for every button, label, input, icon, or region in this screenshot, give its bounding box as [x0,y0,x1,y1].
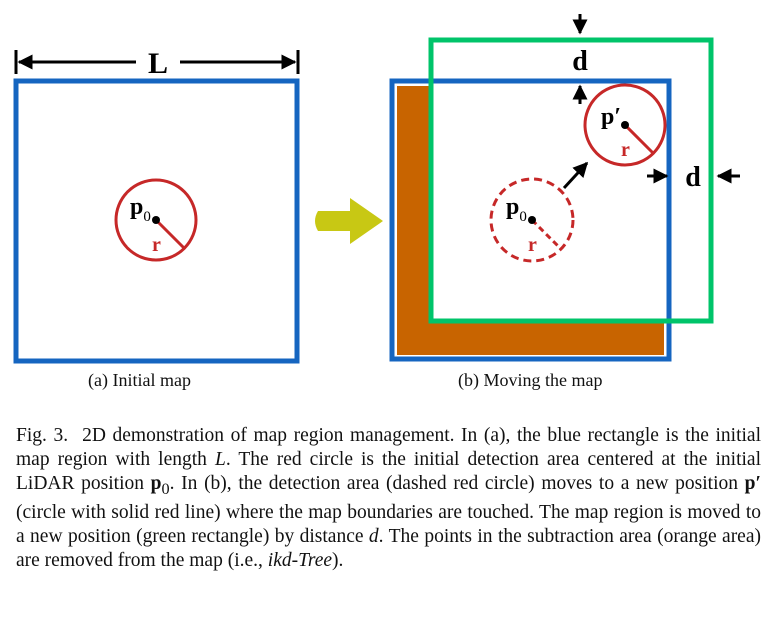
caption-part2: . The red circle is the initial detectio… [16,449,761,494]
caption-length-symbol: L [214,449,226,470]
caption-part4: (circle with solid red line) where the m… [16,501,761,547]
caption-tree-name: ikd-Tree [267,549,333,571]
center-dot [152,216,160,224]
caption-position-symbol: p0 [150,473,170,498]
panel-a: L p0 r [13,47,300,364]
new-center-dot [621,121,629,129]
caption-fig-label: Fig. 3. [16,425,69,446]
detection-circle [114,178,198,262]
caption-part5: . The points in the subtraction area (or… [16,525,761,571]
new-center-label: p′ [601,104,621,130]
radius-line [154,218,187,251]
figure: L p0 r d d p0 r [13,14,740,364]
figure-caption: Fig. 3.2D demonstration of map region ma… [16,424,761,573]
caption-part6: ). [332,549,344,571]
panel-b: d d p0 r p′ r [389,14,740,362]
old-radius-line [530,218,563,251]
initial-map-region [13,78,300,364]
old-center-label: p0 [506,194,527,225]
caption-part3: . In (b), the detection area (dashed red… [169,473,745,494]
sub-caption-a: (a) Initial map [88,370,191,390]
right-shift-label: d [685,162,701,193]
length-label: L [148,47,168,80]
caption-part1: 2D demonstration of map region managemen… [16,425,761,470]
radius-label: r [152,234,161,256]
caption-new-position-symbol: p′ [744,473,762,494]
caption-distance-symbol: d [368,525,379,547]
subtraction-area [397,86,664,355]
center-label: p0 [130,194,151,225]
sub-caption-b: (b) Moving the map [458,370,603,390]
top-shift-label: d [572,46,588,77]
new-map-region [428,37,714,324]
transition-arrow [315,198,383,244]
old-radius-label: r [528,234,537,256]
new-radius-label: r [621,139,630,161]
movement-arrow [562,161,589,190]
old-center-dot [528,216,536,224]
new-radius-line [623,123,656,156]
